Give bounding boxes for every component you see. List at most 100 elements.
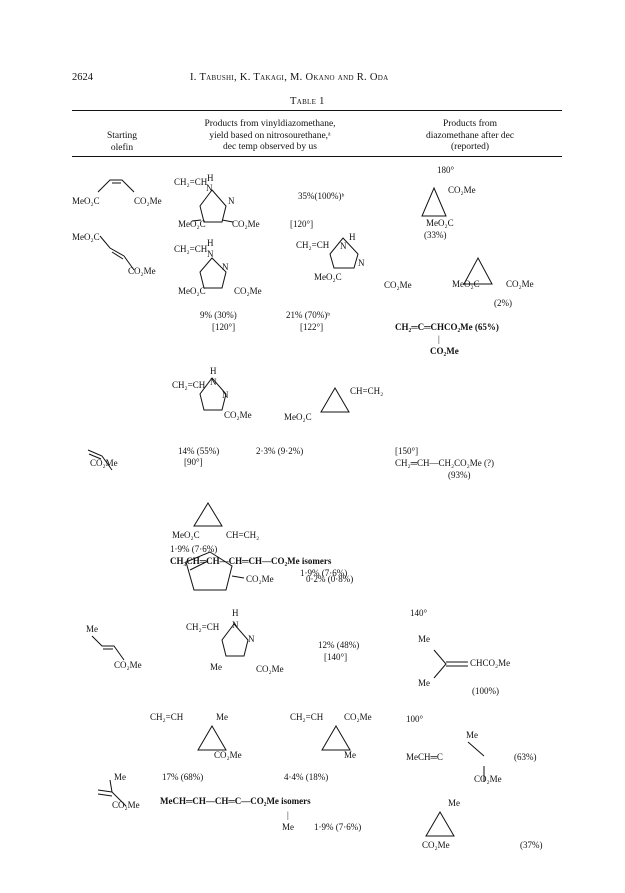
structure-label-t19: N [222,262,229,272]
cyclopropane-ring-6 [321,725,351,751]
column-header-vinyl: Products from vinyldiazomethane, yield b… [170,119,370,154]
structure-label-t44: CO₂Me [224,410,252,420]
structure-label-t82: Me [344,750,356,760]
structure-label-t26: CO₂Me [384,280,412,290]
structure-label-t74: (100%) [472,686,499,696]
structure-label-t94: 1·9% (7·6%) [314,822,362,832]
methyl-methacrylate-structure [97,779,127,807]
column-header-starting-line-1: Starting [106,131,138,141]
structure-label-t72: CO₂Me [256,664,284,674]
structure-label-t33: [120°] [212,322,236,332]
structure-label-t64: N [232,620,239,630]
column-header-vinyl-line-1: Products from vinyldiazomethane, [204,119,336,129]
structure-label-t43: CH=CH₂ [350,386,384,396]
cyclopropane-ring-3 [320,387,350,413]
pyrazoline-ring-5 [221,623,249,657]
cyclopentene-ring [185,551,245,591]
structure-label-t60: H [232,608,239,618]
structure-label-t79: 100° [406,714,424,724]
pyrazoline-ring-1 [191,189,234,223]
cyclopropane-ring-1 [421,186,447,217]
structure-label-t04: N [206,183,213,193]
structure-label-t71: Me [210,662,222,672]
structure-label-t14: (33%) [424,230,447,240]
structure-label-t08: MeO₂C [72,196,100,206]
column-header-starting: Starting olefin [92,131,152,154]
structure-label-t53: MeO₂C [172,530,200,540]
structure-label-t16: CH₂=CH [174,244,208,254]
structure-label-t54: CH=CH₂ [226,530,260,540]
structure-label-t34: 21% (70%)ᵇ [286,310,331,320]
column-header-vinyl-line-3: dec temp observed by us [223,142,317,152]
structure-label-t25: MeO₂C [314,272,342,282]
structure-label-t69: CO₂Me [114,660,142,670]
structure-label-t66: 12% (48%) [318,640,360,650]
column-header-diazomethane-line-1: Products from [442,119,498,129]
structure-label-t13: MeO₂C [426,218,454,228]
structure-label-t27: MeO₂C [452,279,480,289]
structure-label-t37: | [438,334,440,344]
structure-label-t03: H [207,173,214,183]
pyrazoline-ring-4 [199,377,227,411]
structure-label-t02: CH₂=CH [174,177,208,187]
structure-label-t51: CH₂═CH—CH₂CO₂Me (?) [395,458,495,468]
structure-label-t39: CH₂=CH [172,380,206,390]
column-header-diazomethane-line-2: diazomethane after dec [425,130,515,141]
structure-label-t30: CO₂Me [234,286,262,296]
structure-label-t06: 35%(100%)ᵇ [298,191,345,201]
structure-label-t11: CO₂Me [232,219,260,229]
structure-label-t81: CO₂Me [214,750,242,760]
table-title: Table 1 [290,96,325,107]
structure-label-t57: 1·9% (7·6%) [300,568,348,578]
structure-label-t96: (37%) [520,840,543,850]
structure-label-t32: 9% (30%) [200,310,237,320]
structure-label-t59: 0·2% (0·8%) [306,574,354,584]
structure-label-t15: MeO₂C [72,232,100,242]
structure-label-t09: CO₂Me [134,196,162,206]
structure-label-t70: CHCO₂Me [470,658,511,668]
structure-label-t35: [122°] [300,322,324,332]
column-header-diazomethane-line-3: (reported) [451,142,489,152]
structure-label-t67: Me [418,634,430,644]
structure-label-t23: N [358,258,365,268]
structure-label-t48: 2·3% (9·2%) [256,446,304,456]
structure-label-t63: CH₂=CH [186,622,220,632]
structure-label-t42: N [222,390,229,400]
structure-label-t83: MeCH═C [406,752,443,762]
structure-label-t29: MeO₂C [178,286,206,296]
structure-label-t73: Me [418,678,430,688]
structure-label-t24: CO₂Me [128,266,156,276]
methyl-crotonate-structure [91,635,125,661]
structure-label-t01: 180° [437,165,455,175]
structure-label-t90: MeCH═CH—CH═C—CO₂Me isomers [160,796,311,806]
structure-label-t56: CH₃CH═CH—CH═CH—CO₂Me isomers [170,556,332,566]
dimethyl-fumarate-structure [99,235,135,271]
structure-label-t65: N [248,634,255,644]
structure-label-t61: 140° [410,608,428,618]
structure-label-t05: N [228,196,235,206]
structure-label-t93: Me [282,822,294,832]
structure-label-t75: CH₂=CH [150,712,184,722]
structure-label-t87: 4·4% (18%) [284,772,329,782]
structure-label-t07: CO₂Me [448,185,476,195]
structure-label-t22: N [340,241,347,251]
structure-label-t91: Me [448,798,460,808]
structure-label-t85: Me [114,772,126,782]
isobutylidene-structure [433,649,468,679]
structure-label-t31: (2%) [494,298,512,308]
tiglate-structure [467,741,485,782]
structure-label-t45: MeO₂C [284,412,312,422]
structure-label-t10: MeO₂C [178,219,206,229]
structure-label-t86: 17% (68%) [162,772,204,782]
structure-label-t77: CH₂=CH [290,712,324,722]
structure-label-t52: (93%) [448,470,471,480]
structure-label-t55: 1·9% (7·6%) [170,544,218,554]
running-head-authors: I. Tabushi, K. Takagi, M. Okano and R. O… [190,72,389,83]
table-header-rule [72,156,562,157]
structure-label-t62: Me [86,624,98,634]
cyclopropane-ring-4 [193,502,223,527]
structure-label-t21: H [349,232,356,242]
structure-label-t28: CO₂Me [506,279,534,289]
structure-label-t89: CO₂Me [112,800,140,810]
